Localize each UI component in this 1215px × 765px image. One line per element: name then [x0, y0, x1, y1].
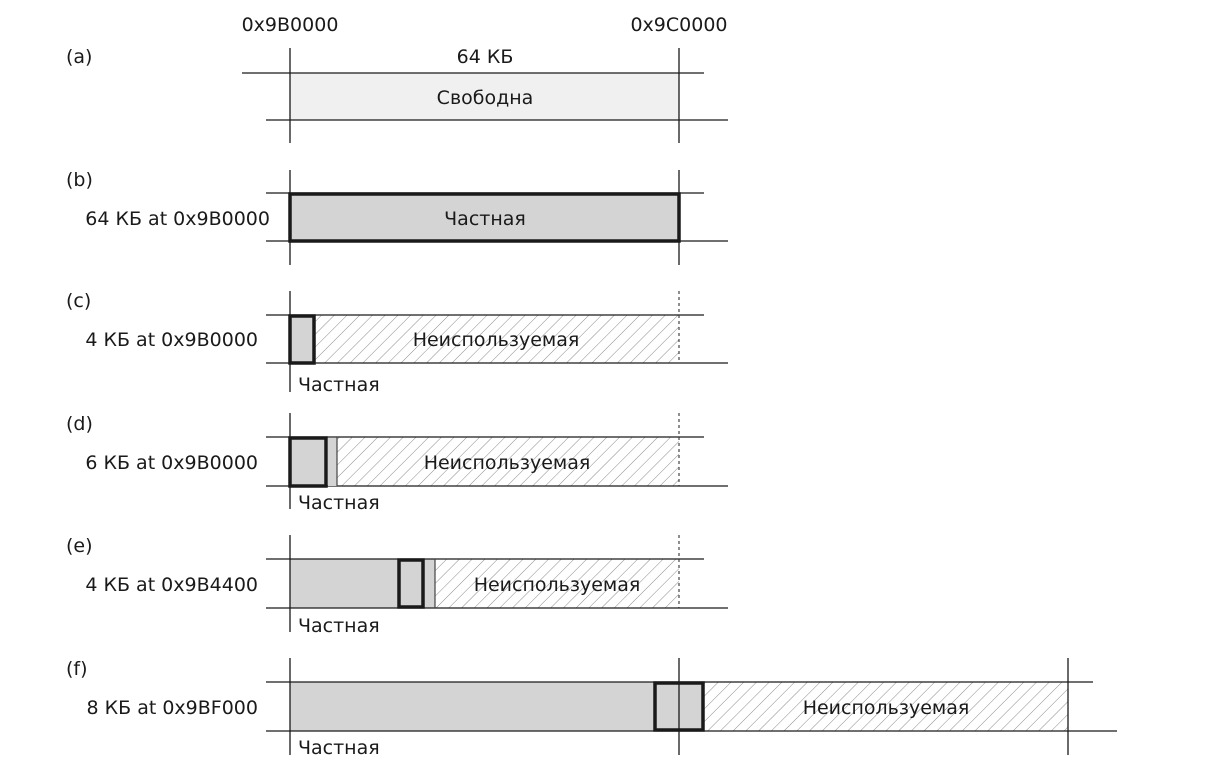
- region-size-label: 64 КБ: [457, 46, 514, 68]
- row-c-private-block: [288, 314, 316, 365]
- row-e: (e) 4 КБ at 0x9B4400 Неиспользуемая Част…: [66, 535, 728, 637]
- row-f-private-region: [290, 682, 704, 731]
- row-f-region-label: Неиспользуемая: [803, 697, 970, 719]
- row-f-label: 8 КБ at 0x9BF000: [87, 697, 258, 719]
- row-b-region-label: Частная: [444, 208, 526, 230]
- end-address-label: 0x9C0000: [630, 14, 727, 36]
- row-f: (f) 8 КБ at 0x9BF000 Неиспользуемая Част…: [66, 658, 1117, 759]
- row-a-region-label: Свободна: [437, 87, 534, 109]
- row-e-private-label: Частная: [298, 615, 380, 637]
- row-d-unused-block: [337, 437, 679, 486]
- row-a: (a) Свободна: [66, 46, 728, 143]
- row-f-unused-block: [704, 682, 1068, 731]
- row-e-label: 4 КБ at 0x9B4400: [85, 574, 258, 596]
- row-e-tag: (e): [66, 535, 93, 557]
- row-c-tag: (c): [66, 290, 91, 312]
- row-c-private-label: Частная: [298, 374, 380, 396]
- row-b-private-block: [288, 192, 681, 243]
- row-d-label: 6 КБ at 0x9B0000: [85, 452, 258, 474]
- row-d-private-label: Частная: [298, 492, 380, 514]
- row-f-tag: (f): [66, 658, 88, 680]
- row-c-unused-block: [314, 315, 679, 363]
- row-c-region-label: Неиспользуемая: [413, 329, 580, 351]
- row-e-region-label: Неиспользуемая: [474, 574, 641, 596]
- row-d-private-block: [288, 436, 328, 488]
- row-b-label: 64 КБ at 0x9B0000: [85, 208, 270, 230]
- row-c-label: 4 КБ at 0x9B0000: [85, 329, 258, 351]
- row-e-committed-block: [397, 558, 425, 609]
- row-b: (b) 64 КБ at 0x9B0000 Частная: [66, 169, 728, 265]
- start-address-label: 0x9B0000: [242, 14, 339, 36]
- row-e-unused-block: [435, 559, 679, 608]
- row-f-private-label: Частная: [298, 737, 380, 759]
- row-e-private-region: [290, 559, 435, 608]
- row-c: (c) 4 КБ at 0x9B0000 Неиспользуемая Част…: [66, 290, 728, 396]
- row-d: (d) 6 КБ at 0x9B0000 Неиспользуемая Част…: [66, 413, 728, 514]
- row-a-free-block: [290, 73, 679, 120]
- row-a-tag: (a): [66, 46, 92, 68]
- row-b-tag: (b): [66, 169, 93, 191]
- row-f-committed-block: [653, 681, 705, 732]
- row-d-tag: (d): [66, 413, 93, 435]
- row-d-region-label: Неиспользуемая: [424, 452, 591, 474]
